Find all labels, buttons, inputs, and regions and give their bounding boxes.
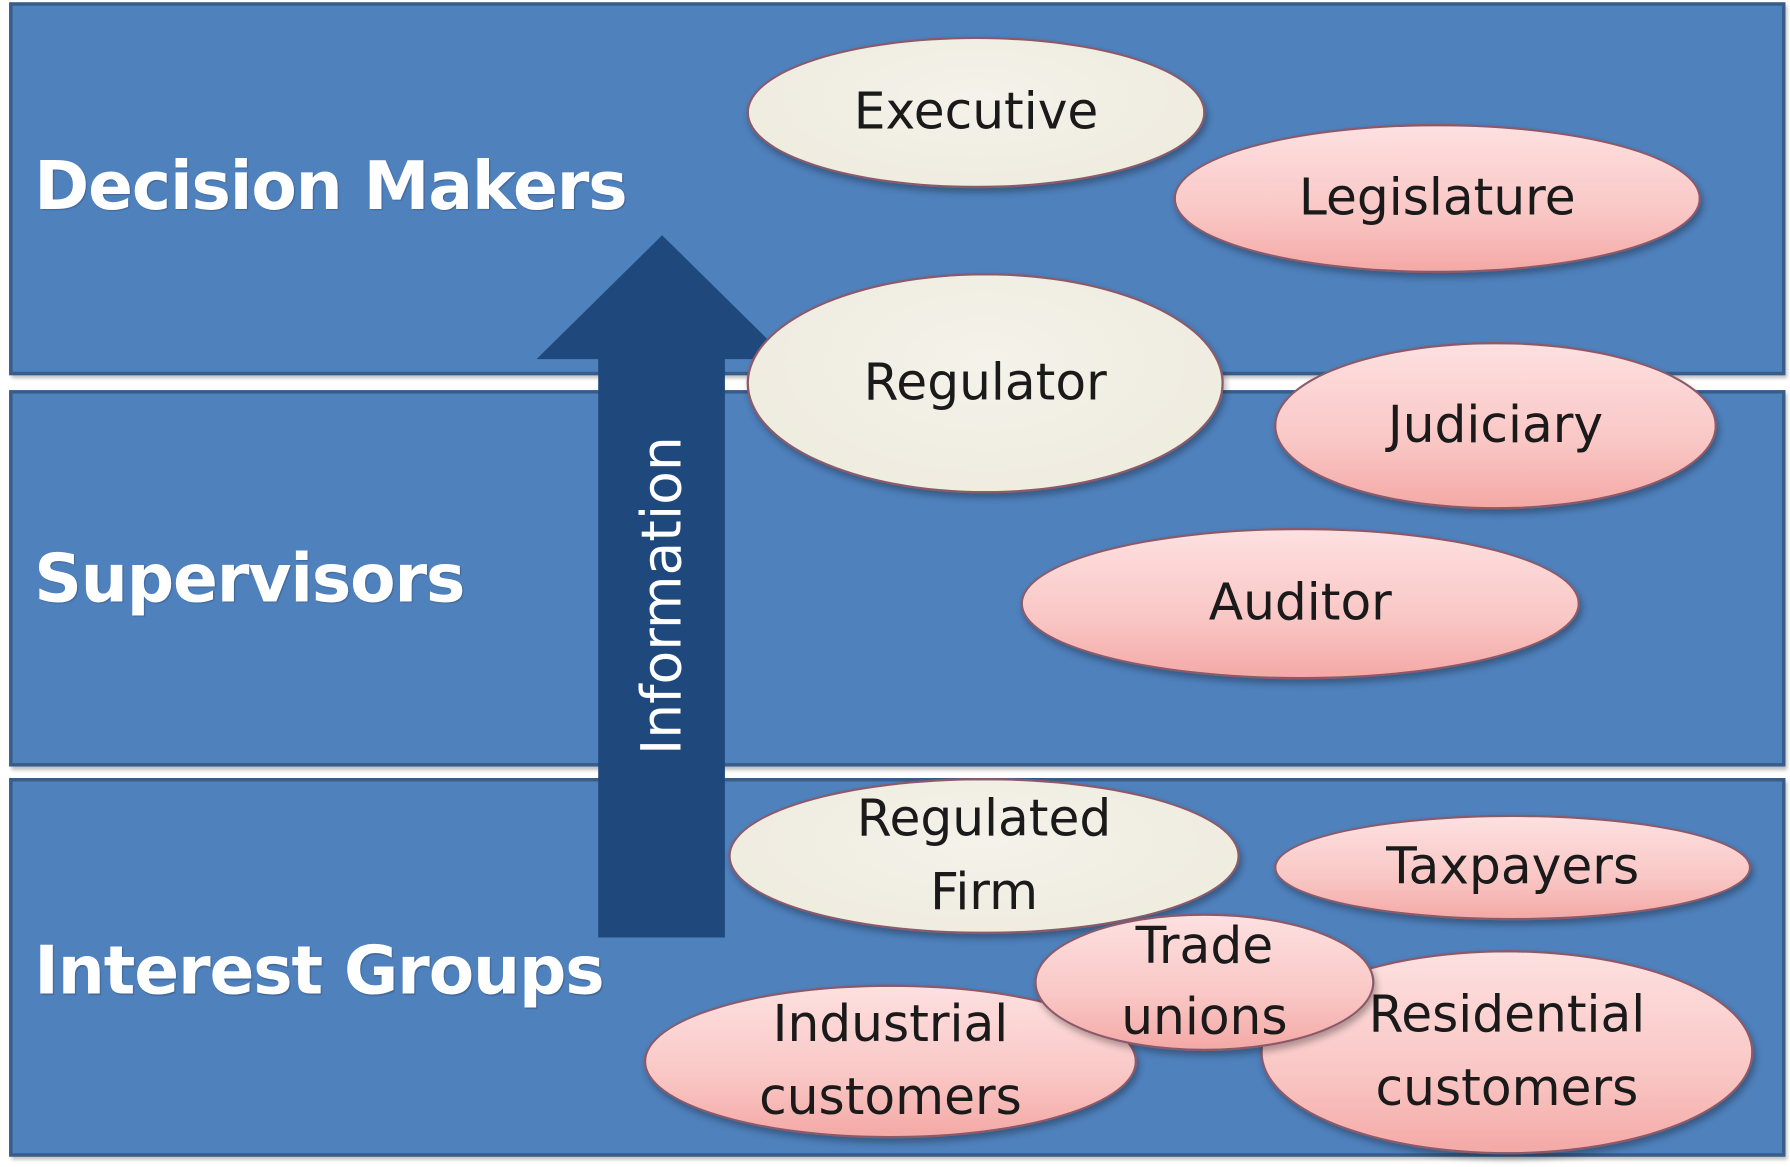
node-trade-unions-label: Trade unions <box>1121 917 1288 1047</box>
node-taxpayers: Taxpayers <box>1274 814 1752 921</box>
node-legislature-label: Legislature <box>1298 168 1576 228</box>
information-label: Information <box>630 436 695 756</box>
node-regulated-firm-label: Regulated Firm <box>856 789 1112 922</box>
label-interest-groups: Interest Groups <box>34 931 604 1010</box>
node-industrial-customers-label: Industrial customers <box>759 995 1022 1127</box>
label-decision-makers: Decision Makers <box>34 146 627 225</box>
label-supervisors: Supervisors <box>34 539 465 618</box>
information-arrow-icon <box>536 235 788 938</box>
node-taxpayers-label: Taxpayers <box>1386 837 1640 897</box>
node-auditor: Auditor <box>1020 527 1580 680</box>
node-trade-unions: Trade unions <box>1034 913 1375 1052</box>
node-executive-label: Executive <box>853 82 1099 142</box>
node-regulator: Regulator <box>746 273 1224 494</box>
node-executive: Executive <box>746 36 1206 189</box>
node-judiciary-label: Judiciary <box>1387 395 1604 455</box>
node-auditor-label: Auditor <box>1208 573 1392 633</box>
node-residential-customers: Residential customers <box>1260 950 1754 1155</box>
node-regulator-label: Regulator <box>863 353 1107 413</box>
node-judiciary: Judiciary <box>1274 341 1717 510</box>
node-residential-customers-label: Residential customers <box>1368 985 1646 1118</box>
node-legislature: Legislature <box>1173 123 1701 274</box>
node-regulated-firm: Regulated Firm <box>728 778 1240 935</box>
